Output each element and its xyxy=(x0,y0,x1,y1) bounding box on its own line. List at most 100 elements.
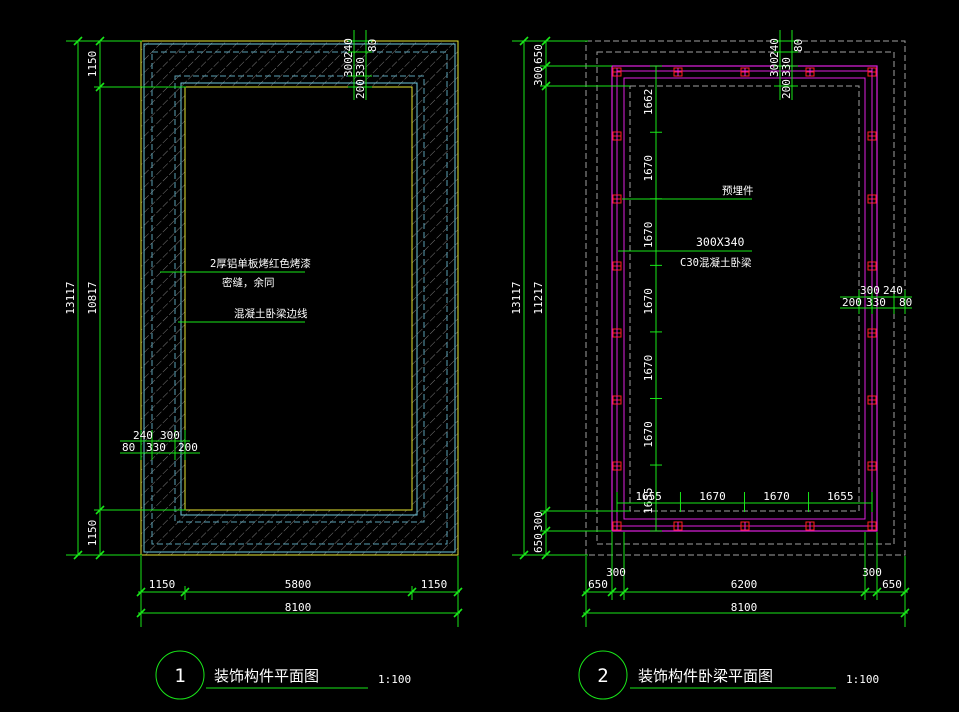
plan2-inner-horizontal-dimension: 1655 1670 1670 1655 xyxy=(616,490,873,512)
plan2-note-beam-size: 300X340 xyxy=(696,235,745,249)
plan2-inner-dashed xyxy=(629,85,860,512)
plan2-right-dimension: 300 240 200 330 80 xyxy=(840,284,912,314)
plan1-dim-top-300: 300 xyxy=(342,57,355,77)
plan2-dim-right-300: 300 xyxy=(860,284,880,297)
plan2-dim-top-80: 80 xyxy=(792,39,805,52)
plan1-top-dimension: 300 240 200 330 80 xyxy=(342,30,379,100)
plan1-opening-cyan xyxy=(180,82,418,516)
plan1-dim-left-top: 1150 xyxy=(86,51,99,78)
plan1-dim-inner-240: 240 xyxy=(133,429,153,442)
plan2-dim-bottom-overall: 8100 xyxy=(731,601,758,614)
embedded-part-mark xyxy=(867,521,877,531)
embedded-part-mark xyxy=(867,328,877,338)
plan1-bottom-dimension: 1150 5800 1150 8100 xyxy=(136,556,463,627)
plan2-number: 2 xyxy=(597,665,608,687)
plan2-dim-right-330: 330 xyxy=(866,296,886,309)
plan2-note-embedded: 预埋件 xyxy=(722,185,754,197)
plan1-number: 1 xyxy=(174,665,185,687)
plan2-title: 装饰构件卧梁平面图 xyxy=(638,667,773,685)
plan2-left-dimension: 13117 11217 650 300 300 650 xyxy=(510,36,630,560)
plan2-dim-inner-vertical: 1662 xyxy=(642,89,655,116)
plan1-dim-left-bottom: 1150 xyxy=(86,520,99,547)
plan1-outer-edge xyxy=(140,40,459,556)
plan1-note-seam: 密缝，余同 xyxy=(222,276,275,289)
plan2-beam-outer xyxy=(611,65,878,532)
plan2-beam-inner xyxy=(623,77,866,520)
plan1-inner-dimension: 240 300 80 330 200 xyxy=(120,429,200,460)
plan1-dim-bottom-overall: 8100 xyxy=(285,601,312,614)
plan1-scale: 1:100 xyxy=(378,673,411,686)
plan1-opening xyxy=(184,86,413,511)
plan1-dim-inner-80: 80 xyxy=(122,441,135,454)
plan2-beam-mid xyxy=(616,70,873,527)
embedded-part-mark xyxy=(805,521,815,531)
plan1-dim-top-200: 200 xyxy=(354,79,367,99)
plan2-dim-left-bottom-300: 300 xyxy=(532,511,545,531)
plan2-dim-bottom-300-left: 300 xyxy=(606,566,626,579)
plan1-beam-edge-inner xyxy=(174,75,425,523)
embedded-part-mark xyxy=(612,521,622,531)
embedded-part-mark xyxy=(740,67,750,77)
embedded-part-mark xyxy=(612,328,622,338)
plan2-dim-right-200: 200 xyxy=(842,296,862,309)
plan2-dim-left-top-300: 300 xyxy=(532,66,545,86)
embedded-part-mark xyxy=(805,67,815,77)
plan-2: 13117 11217 650 300 300 650 1662 1670 1670… xyxy=(510,30,912,700)
plan2-dim-bottom-6200: 6200 xyxy=(731,578,758,591)
plan2-dim-inner-vertical: 1655 xyxy=(642,488,655,515)
plan2-dim-top-200: 200 xyxy=(780,79,793,99)
plan2-dim-left-bottom-650: 650 xyxy=(532,533,545,553)
plan1-dim-left-overall: 13117 xyxy=(64,281,77,314)
plan1-dim-bottom-right: 1150 xyxy=(421,578,448,591)
plan2-dim-left-overall: 13117 xyxy=(510,281,523,314)
plan2-dim-inner-vertical: 1670 xyxy=(642,155,655,182)
plan2-dim-inner-vertical: 1670 xyxy=(642,421,655,448)
plan2-title-block: 2 装饰构件卧梁平面图 1:100 xyxy=(578,650,879,700)
plan2-dim-inner-horizontal: 1655 xyxy=(827,490,854,503)
plan2-dim-inner-horizontal: 1655 xyxy=(635,490,662,503)
plan2-dim-bottom-300-right: 300 xyxy=(862,566,882,579)
plan1-dim-top-80: 80 xyxy=(366,39,379,52)
embedded-part-mark xyxy=(867,131,877,141)
plan2-dim-right-240: 240 xyxy=(883,284,903,297)
embedded-part-mark xyxy=(612,395,622,405)
plan2-note-beam-name: C30混凝土卧梁 xyxy=(680,256,752,269)
embedded-part-mark xyxy=(612,194,622,204)
plan2-dim-top-300: 300 xyxy=(768,57,781,77)
plan1-dim-inner-330: 330 xyxy=(146,441,166,454)
plan1-hatched-ring xyxy=(141,41,458,555)
plan-1: 13117 10817 1150 1150 300 240 200 330 80 xyxy=(64,30,463,700)
plan2-scale: 1:100 xyxy=(846,673,879,686)
plan1-dim-bottom-left: 1150 xyxy=(149,578,176,591)
plan2-dim-inner-horizontal: 1670 xyxy=(699,490,726,503)
plan1-dim-left-middle: 10817 xyxy=(86,281,99,314)
embedded-part-mark xyxy=(867,194,877,204)
embedded-part-mark xyxy=(867,461,877,471)
plan2-dim-top-330: 330 xyxy=(780,57,793,77)
embedded-part-mark xyxy=(867,261,877,271)
embedded-part-mark xyxy=(612,131,622,141)
plan1-dim-top-240: 240 xyxy=(342,38,355,58)
plan1-note-aluminum: 2厚铝单板烤红色烤漆 xyxy=(210,257,311,270)
plan2-bottom-dimension: 300 300 650 6200 650 8100 xyxy=(581,532,910,627)
plan2-dim-right-80: 80 xyxy=(899,296,912,309)
plan1-dim-inner-300: 300 xyxy=(160,429,180,442)
plan2-dim-inner-vertical: 1670 xyxy=(642,222,655,249)
embedded-part-mark xyxy=(612,461,622,471)
embedded-part-mark xyxy=(740,521,750,531)
plan2-notes: 预埋件 300X340 C30混凝土卧梁 xyxy=(618,185,754,269)
plan1-notes: 2厚铝单板烤红色烤漆 密缝，余同 混凝土卧梁边线 xyxy=(160,257,311,323)
plan1-title: 装饰构件平面图 xyxy=(214,667,319,685)
plan1-title-block: 1 装饰构件平面图 1:100 xyxy=(155,650,411,700)
plan2-dim-inner-horizontal: 1670 xyxy=(763,490,790,503)
plan1-outer-edge-cyan xyxy=(143,43,456,553)
embedded-part-mark xyxy=(867,67,877,77)
plan1-note-beam-edge: 混凝土卧梁边线 xyxy=(234,307,308,320)
embedded-part-mark xyxy=(612,261,622,271)
plan2-top-dimension: 300 240 200 330 80 xyxy=(768,30,805,100)
plan1-left-dimension: 13117 10817 1150 1150 xyxy=(64,36,186,560)
plan2-dim-inner-vertical: 1670 xyxy=(642,288,655,315)
plan2-dim-top-240: 240 xyxy=(768,38,781,58)
